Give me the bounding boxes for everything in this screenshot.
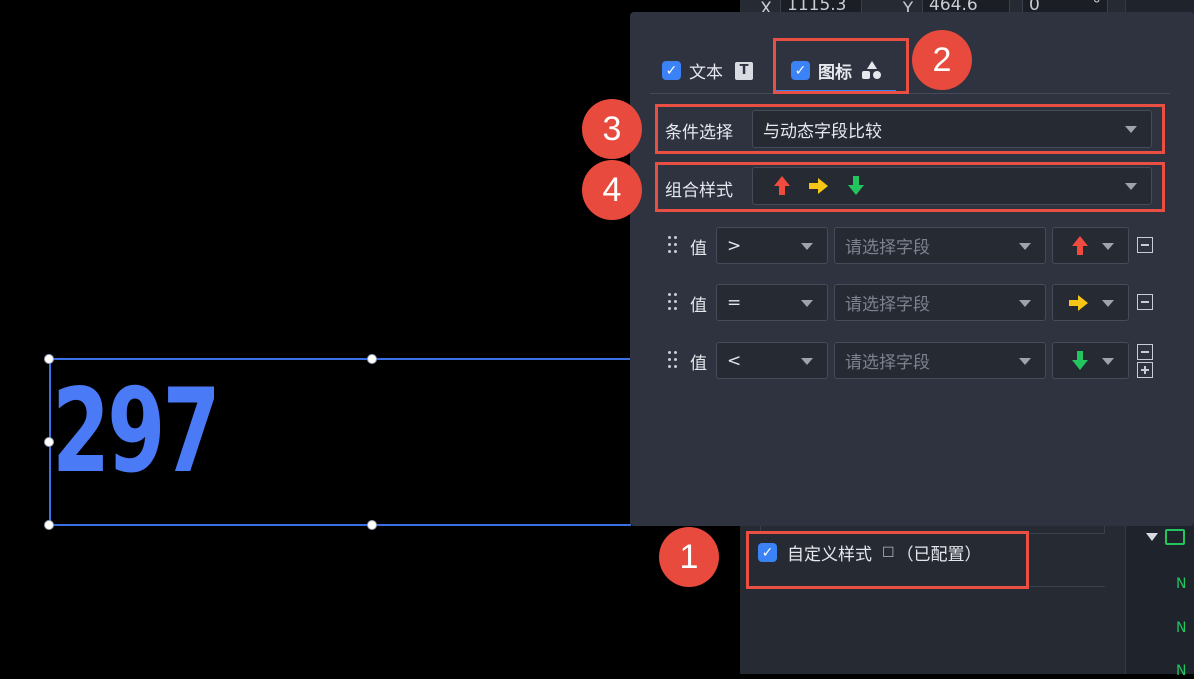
rotation-value: 0 (1029, 0, 1040, 15)
field-select[interactable]: 请选择字段 (834, 342, 1046, 379)
chevron-down-icon (1102, 299, 1114, 307)
remove-rule-icon[interactable] (1137, 344, 1153, 360)
tree-expand-caret-icon[interactable] (1146, 533, 1158, 541)
arrow-up-red-icon (773, 176, 791, 196)
icon-select[interactable] (1052, 342, 1129, 379)
resize-handle-top-left[interactable] (44, 354, 54, 364)
drag-handle-icon[interactable] (668, 293, 680, 311)
field-select[interactable]: 请选择字段 (834, 284, 1046, 321)
highlight-box-3 (655, 104, 1165, 154)
custom-style-checkbox[interactable]: ✓ (758, 543, 777, 562)
arrow-down-green-icon (1071, 350, 1089, 371)
folder-icon (1165, 529, 1185, 545)
custom-style-status: （已配置） (896, 545, 982, 565)
text-tab-checkbox[interactable]: ✓ (662, 61, 681, 80)
condition-select[interactable]: 与动态字段比较 (752, 110, 1152, 148)
chevron-down-icon (1019, 242, 1031, 250)
selection-border-bottom (49, 524, 631, 526)
tree-item[interactable]: N (1176, 576, 1187, 592)
resize-handle-bottom-left[interactable] (44, 520, 54, 530)
condition-value: 与动态字段比较 (763, 121, 882, 142)
arrow-up-red-icon (1071, 235, 1089, 256)
operator-select[interactable]: > (716, 227, 828, 264)
combo-style-label: 组合样式 (665, 181, 733, 201)
tree-item[interactable]: N (1176, 620, 1187, 636)
rule-value-label: 值 (690, 239, 707, 259)
y-label: Y (902, 0, 914, 19)
text-T-icon: T (735, 61, 753, 80)
selection-border-top (49, 358, 631, 360)
drag-handle-icon[interactable] (668, 351, 680, 369)
operator-value: = (727, 292, 742, 313)
custom-style-row: ✓ 自定义样式 ☐ （已配置） (758, 540, 982, 565)
condition-label: 条件选择 (665, 123, 733, 143)
icon-tab-checkbox[interactable]: ✓ (791, 61, 810, 80)
chevron-down-icon (801, 357, 813, 365)
icon-select[interactable] (1052, 284, 1129, 321)
chevron-down-icon (1019, 357, 1031, 365)
remove-rule-icon[interactable] (1137, 294, 1153, 310)
chevron-down-icon (1125, 126, 1137, 133)
annotation-badge-3: 3 (582, 99, 642, 159)
chevron-down-icon (1102, 357, 1114, 365)
annotation-badge-2: 2 (912, 30, 972, 90)
chevron-down-icon (801, 242, 813, 250)
tab-row: ✓ 文本 T ✓ 图标 (662, 58, 882, 83)
tab-text[interactable]: ✓ 文本 T (662, 58, 753, 83)
tab-divider (650, 93, 1170, 94)
combo-style-select[interactable] (752, 167, 1152, 205)
operator-select[interactable]: < (716, 342, 828, 379)
icon-select[interactable] (1052, 227, 1129, 264)
x-label: X (760, 0, 772, 19)
operator-value: > (727, 235, 742, 256)
chevron-down-icon (1102, 242, 1114, 250)
highlight-box-4 (655, 162, 1165, 212)
field-placeholder: 请选择字段 (845, 295, 930, 315)
remove-rule-icon[interactable] (1137, 237, 1153, 253)
conditional-style-popover (630, 12, 1194, 526)
field-placeholder: 请选择字段 (845, 353, 930, 373)
custom-style-label: 自定义样式 (787, 545, 872, 565)
number-value: 297 (52, 364, 221, 499)
annotation-badge-4: 4 (582, 160, 642, 220)
rotation-unit: ° (1092, 0, 1102, 15)
rule-value-label: 值 (690, 354, 707, 374)
add-rule-icon[interactable] (1137, 362, 1153, 378)
tab-icon[interactable]: ✓ 图标 (791, 58, 882, 83)
chevron-down-icon (1125, 183, 1137, 190)
operator-value: < (727, 350, 742, 371)
tab-text-label: 文本 (689, 63, 723, 83)
chevron-down-icon (1019, 299, 1031, 307)
arrow-right-yellow-icon (1069, 294, 1089, 312)
field-select[interactable]: 请选择字段 (834, 227, 1046, 264)
resize-handle-left[interactable] (44, 437, 54, 447)
arrow-right-yellow-icon (809, 177, 829, 195)
field-placeholder: 请选择字段 (845, 238, 930, 258)
drag-handle-icon[interactable] (668, 236, 680, 254)
resize-handle-bottom[interactable] (367, 520, 377, 530)
tab-icon-label: 图标 (818, 63, 852, 83)
rule-value-label: 值 (690, 296, 707, 316)
edit-icon[interactable]: ☐ (882, 544, 895, 561)
operator-select[interactable]: = (716, 284, 828, 321)
shapes-icon (862, 60, 882, 81)
arrow-down-green-icon (847, 176, 865, 196)
highlight-box-2 (773, 38, 909, 94)
resize-handle-top[interactable] (367, 354, 377, 364)
highlight-box-1 (746, 531, 1029, 589)
annotation-badge-1: 1 (659, 527, 719, 587)
chevron-down-icon (801, 299, 813, 307)
tree-item[interactable]: N (1176, 663, 1187, 679)
